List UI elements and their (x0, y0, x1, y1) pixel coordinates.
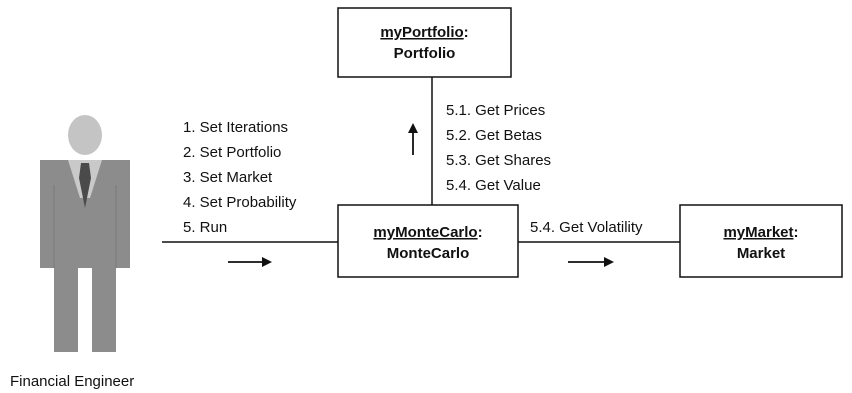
montecarlo-class-name: MonteCarlo (387, 245, 470, 262)
message-label: 1. Set Iterations (183, 119, 288, 136)
montecarlo-instance-line: myMonteCarlo: (373, 224, 482, 241)
object-montecarlo: myMonteCarlo: MonteCarlo (337, 204, 519, 278)
financial-engineer-figure (40, 115, 130, 352)
message-label: 5.4. Get Volatility (530, 219, 643, 236)
message-label: 2. Set Portfolio (183, 144, 281, 161)
figure-head (68, 115, 102, 155)
message-label: 5.4. Get Value (446, 177, 541, 194)
arrow-up-icon (408, 123, 418, 155)
market-class-name: Market (737, 245, 785, 262)
portfolio-instance-line: myPortfolio: (380, 24, 468, 41)
message-label: 5.2. Get Betas (446, 127, 542, 144)
messages-actor-to-montecarlo: 1. Set Iterations 2. Set Portfolio 3. Se… (183, 119, 297, 236)
market-instance-line: myMarket: (723, 224, 798, 241)
actor-label: Financial Engineer (10, 373, 134, 390)
message-label: 3. Set Market (183, 169, 273, 186)
figure-tie (79, 163, 91, 208)
message-label: 4. Set Probability (183, 194, 297, 211)
message-label: 5. Run (183, 219, 227, 236)
object-portfolio: myPortfolio: Portfolio (337, 7, 512, 78)
figure-suit (40, 160, 130, 352)
object-market: myMarket: Market (679, 204, 843, 278)
messages-montecarlo-to-market: 5.4. Get Volatility (530, 219, 643, 236)
messages-montecarlo-to-portfolio: 5.1. Get Prices 5.2. Get Betas 5.3. Get … (446, 102, 551, 194)
arrow-right-icon (228, 257, 272, 267)
message-label: 5.1. Get Prices (446, 102, 545, 119)
portfolio-class-name: Portfolio (394, 45, 456, 62)
message-label: 5.3. Get Shares (446, 152, 551, 169)
arrow-right-icon (568, 257, 614, 267)
